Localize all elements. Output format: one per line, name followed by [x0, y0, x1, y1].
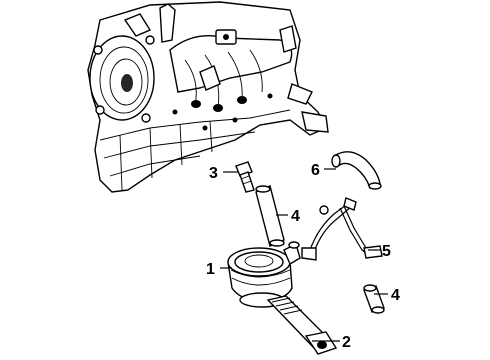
callout-5: 5: [382, 243, 391, 260]
callout-6: 6: [311, 162, 320, 179]
hose-part: [331, 151, 382, 190]
callout-3: 3: [209, 165, 218, 182]
cooler-fitting-part: [266, 295, 338, 355]
sleeve-part-upper: [255, 185, 285, 247]
callout-labels: 1 2 3 4 4 5 6: [206, 162, 400, 351]
engine-block-illustration: [87, 1, 329, 193]
sleeve-part-lower: [363, 284, 385, 314]
oil-cooler-part: [227, 241, 301, 308]
callout-4-lower: 4: [391, 287, 400, 304]
callout-4-upper: 4: [291, 208, 300, 225]
leader-lines: [220, 168, 388, 342]
callout-2: 2: [342, 334, 351, 351]
oil-line-part: [301, 197, 383, 261]
callout-1: 1: [206, 261, 215, 278]
bolt-part: [235, 161, 255, 193]
